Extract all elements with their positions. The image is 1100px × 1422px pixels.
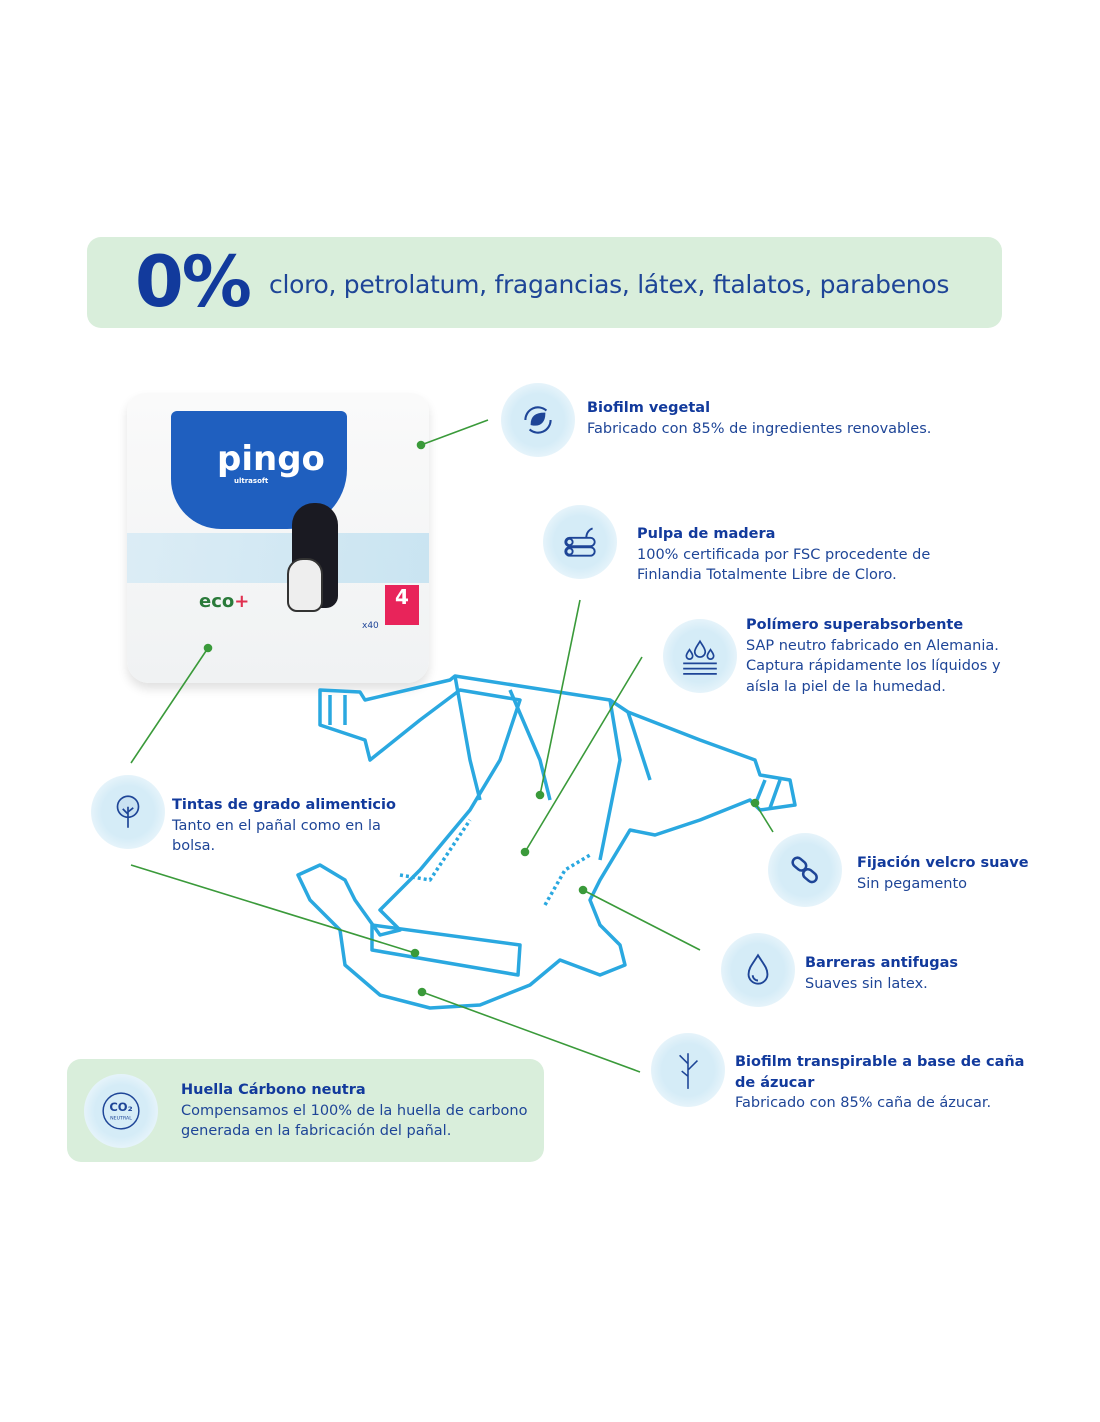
package-brand: pingo xyxy=(217,439,325,479)
tree-icon xyxy=(91,775,165,849)
feature-desc: 100% certificada por FSC procedente de F… xyxy=(637,546,931,584)
size-badge: 4 xyxy=(385,585,419,625)
water-drops-icon xyxy=(663,619,737,693)
zero-percent-label: 0% xyxy=(135,241,252,323)
eco-logo: eco+ xyxy=(199,591,250,612)
feature-desc: Fabricado con 85% de ingredientes renova… xyxy=(587,420,932,437)
feature-title: Polímero superabsorbente xyxy=(746,617,964,633)
wood-logs-icon xyxy=(543,505,617,579)
feature-desc: Sin pegamento xyxy=(857,875,968,892)
feature-tintas: Tintas de grado alimenticio Tanto en el … xyxy=(172,795,402,857)
package-ice xyxy=(127,533,429,583)
feature-title: Barreras antifugas xyxy=(805,955,959,971)
carbon-desc: Compensamos el 100% de la huella de carb… xyxy=(181,1102,528,1140)
feature-title: Tintas de grado alimenticio xyxy=(172,797,396,813)
feature-polimero: Polímero superabsorbente SAP neutro fabr… xyxy=(746,615,1026,697)
feature-biofilm-vegetal: Biofilm vegetal Fabricado con 85% de ing… xyxy=(587,398,967,439)
sugarcane-icon xyxy=(651,1033,725,1107)
carbon-text: Huella Cárbono neutra Compensamos el 100… xyxy=(181,1080,541,1142)
diaper-package-image: pingo ultrasoft eco+ 4 x40 xyxy=(127,393,429,683)
eco-text: eco xyxy=(199,591,235,612)
svg-text:NEUTRAL: NEUTRAL xyxy=(110,1115,132,1121)
feature-title: Pulpa de madera xyxy=(637,526,776,542)
penguin-chick-image xyxy=(287,558,323,612)
feature-desc: Tanto en el pañal como en la bolsa. xyxy=(172,817,381,855)
carbon-title: Huella Cárbono neutra xyxy=(181,1082,366,1098)
feature-title: Biofilm transpirable a base de caña de á… xyxy=(735,1054,1025,1091)
count-label: x40 xyxy=(362,621,379,631)
svg-text:CO₂: CO₂ xyxy=(109,1100,132,1114)
feature-barreras: Barreras antifugas Suaves sin latex. xyxy=(805,953,1025,994)
feature-biofilm-transpirable: Biofilm transpirable a base de caña de á… xyxy=(735,1052,1025,1114)
feature-title: Biofilm vegetal xyxy=(587,400,711,416)
callout-lines xyxy=(130,419,774,1073)
feature-title: Fijación velcro suave xyxy=(857,855,1029,871)
feature-desc: Suaves sin latex. xyxy=(805,975,928,992)
zero-percent-banner: 0% cloro, petrolatum, fragancias, látex,… xyxy=(87,237,1002,328)
feature-fijacion: Fijación velcro suave Sin pegamento xyxy=(857,853,1057,894)
feature-desc: SAP neutro fabricado en Alemania. Captur… xyxy=(746,637,1001,695)
feature-desc: Fabricado con 85% caña de ázucar. xyxy=(735,1095,992,1111)
link-icon xyxy=(768,833,842,907)
leaf-recycle-icon xyxy=(501,383,575,457)
free-from-list: cloro, petrolatum, fragancias, látex, ft… xyxy=(269,270,950,299)
drop-icon xyxy=(721,933,795,1007)
package-sub: ultrasoft xyxy=(234,477,269,485)
feature-pulpa-madera: Pulpa de madera 100% certificada por FSC… xyxy=(637,524,957,586)
